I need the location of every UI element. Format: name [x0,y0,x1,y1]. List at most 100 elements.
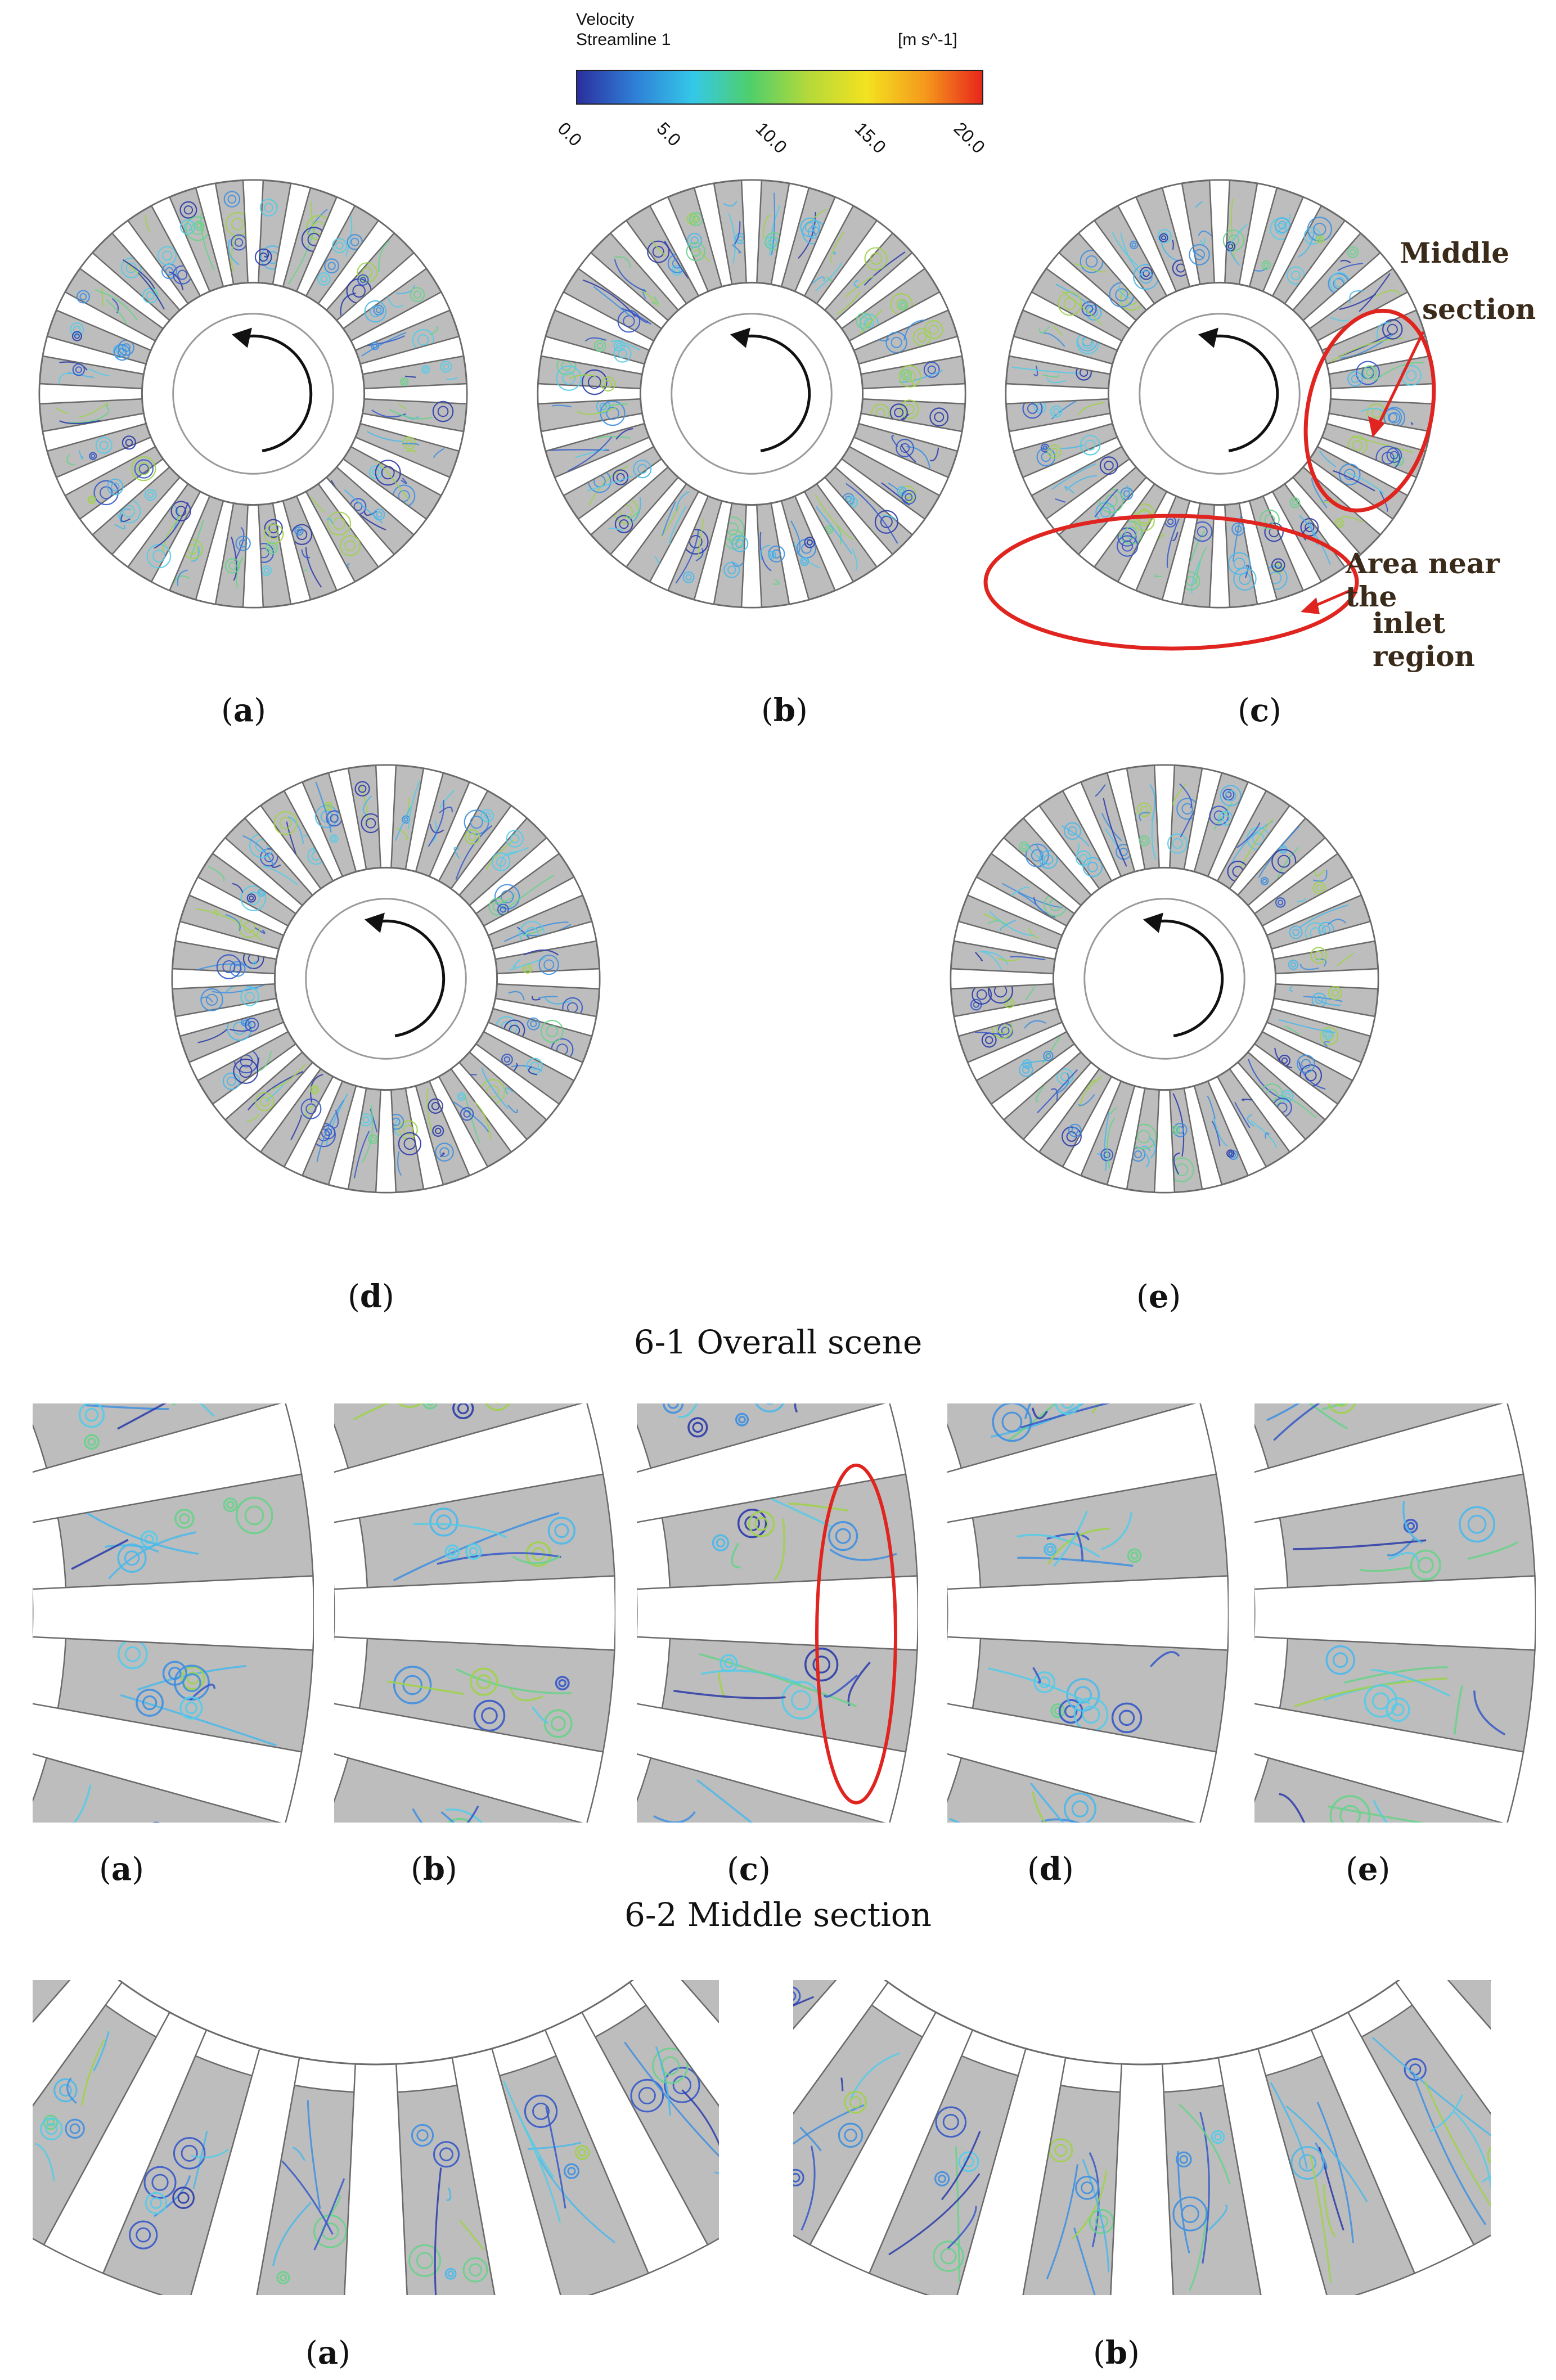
vortex-loop [936,1251,964,1280]
vortex-core [259,890,264,896]
streamline [1321,1403,1350,1411]
vortex-core [1172,838,1183,849]
vortex-loop [1130,240,1139,249]
shaft-circle [1083,898,1245,1060]
vortex-core [1278,221,1287,230]
streamline [1053,1510,1088,1567]
streamline [313,2178,345,2251]
streamline [494,1830,597,1837]
streamline [402,443,420,446]
vortex-core [801,1837,818,1853]
streamline [1265,1132,1270,1139]
streamline [1377,322,1391,339]
vortex-core [1131,242,1137,248]
vortex-core [1179,2155,1189,2164]
vortex-loop [1167,833,1188,854]
vortex-core [402,379,407,384]
streamline [823,1674,858,1698]
vortex-loop [1004,997,1015,1009]
vortex-loop [1288,959,1299,970]
vortex-core [1079,854,1088,862]
vortex-core [772,549,781,559]
streamline [1297,898,1306,903]
vortex-core [1263,262,1269,268]
vortex-core [1281,1057,1288,1064]
vortex-loop [1116,535,1139,557]
streamline [1473,1690,1506,1736]
streamline [208,865,225,882]
streamline [1193,250,1204,259]
streamline [263,865,298,885]
vortex-loop [633,460,652,479]
streamline [1057,1073,1069,1094]
vortex-core [99,440,109,450]
streamline [1055,498,1065,503]
vortex-loop [1338,464,1361,485]
shaft-circle [172,313,334,475]
streamline [699,1653,857,1707]
streamline [1124,485,1130,498]
vortex-core [725,1256,735,1266]
streamline [389,408,433,420]
vortex-core [436,1514,452,1530]
streamline [714,2171,719,2175]
vortex-core [596,343,604,349]
streamline [676,491,690,511]
vortex-loop [933,2240,964,2272]
streamline [615,428,633,440]
vortex-loop [970,998,982,1011]
streamline [458,2219,485,2251]
vortex-loop [775,1370,786,1382]
vortex-loop [719,1654,738,1672]
streamline [1033,365,1038,376]
streamline [1453,1685,1464,1735]
streamline [59,372,71,384]
streamline [518,1824,632,1834]
vortex-loop [613,340,625,352]
vortex-loop [460,1226,474,1240]
vortex-loop [800,557,810,566]
vortex-core [1301,1059,1311,1069]
vortex-core [746,1996,757,2006]
vortex-core [1022,1066,1030,1074]
vortex-core [1071,1127,1079,1135]
vortex-loop [630,2078,664,2113]
streamline [527,2141,582,2150]
streamline [1024,1403,1032,1419]
vortex-core [1313,222,1326,236]
vortex-loop [652,2048,689,2084]
vortex-core [685,574,692,581]
streamline [446,2187,452,2202]
vortex-core [604,380,613,388]
streamline [1488,1980,1491,1981]
vortex-loop [1050,405,1063,418]
streamline [1519,2004,1556,2112]
inlet-view-b [494,1824,1556,2295]
streamline [1371,2036,1491,2136]
vortex-loop [939,1258,978,1296]
streamline [859,309,883,335]
vortex-loop [233,1058,259,1084]
vortex-loop [1459,1506,1495,1543]
streamline [650,240,667,257]
streamline [1154,574,1163,577]
vortex-loop [614,515,633,533]
streamline [788,1502,849,1512]
vortex-core [1194,249,1205,260]
vortex-core [1277,854,1290,868]
vortex-loop [718,1943,755,1981]
streamline [631,497,641,524]
vortex-core [151,2174,169,2191]
streamline [311,202,313,228]
streamline [360,784,368,824]
vortex-loop [1289,497,1301,509]
vortex-loop [435,1142,454,1162]
vortex-loop [84,1434,100,1450]
vortex-loop [167,1829,204,1866]
vortex-core [401,1379,419,1398]
vortex-core [934,412,945,422]
passage [947,1403,1197,1469]
vortex-core [616,343,623,349]
streamline [989,911,1033,937]
vortex-core [1214,2133,1222,2141]
